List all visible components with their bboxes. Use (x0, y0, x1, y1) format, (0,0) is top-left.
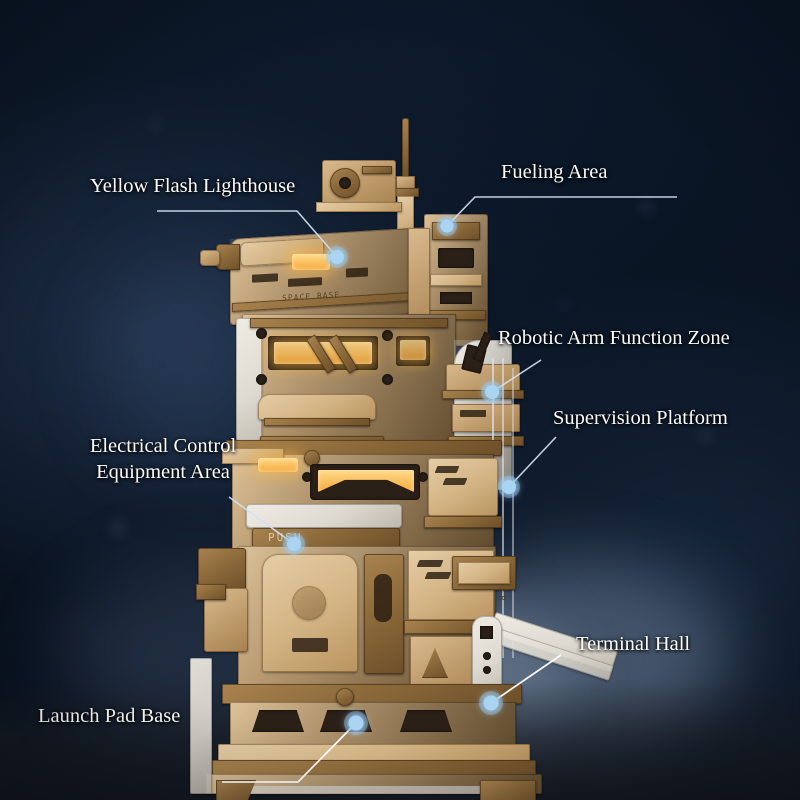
product-annotation-image: SPACE BASE ROKR (0, 0, 800, 800)
vignette-overlay (0, 0, 800, 800)
